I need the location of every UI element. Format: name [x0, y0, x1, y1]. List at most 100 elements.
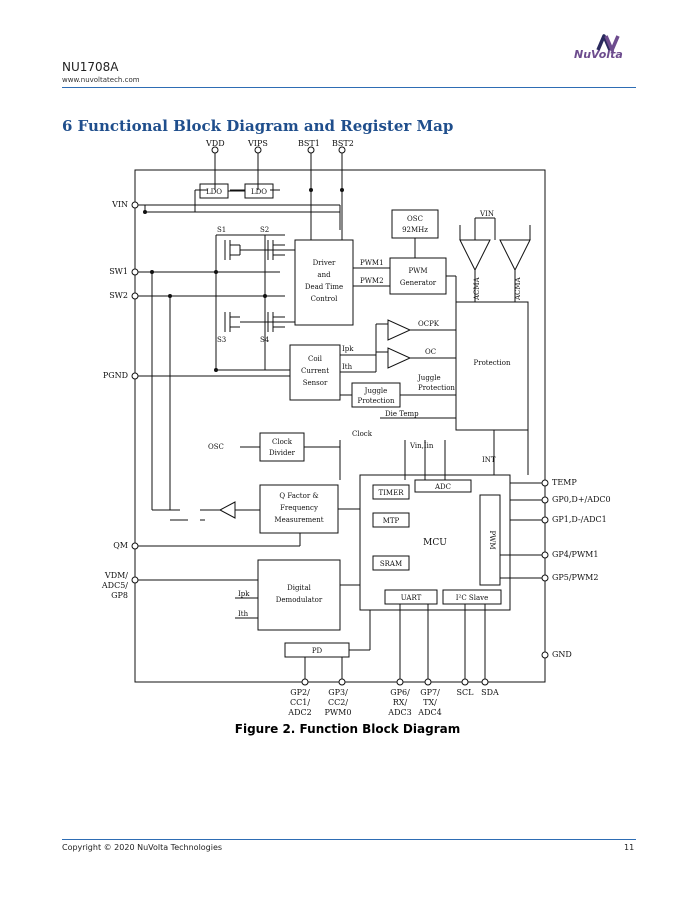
pin-gp2-c: ADC2: [287, 708, 311, 717]
pd-label: PD: [312, 647, 323, 655]
pin-gp2-b: CC1/: [290, 698, 310, 707]
pwm-vertical-label: PWM: [488, 530, 496, 549]
ith-in-label: Ith: [238, 610, 249, 618]
logo-text: NuVolta: [574, 48, 623, 61]
uart-label: UART: [401, 594, 422, 602]
driver-label-2: and: [317, 271, 331, 279]
pwm-gen-label-1: PWM: [408, 267, 427, 275]
pin-gp4: GP4/PWM1: [552, 550, 598, 559]
coil-label-2: Current: [301, 367, 329, 375]
pin-gp6-a: GP6/: [390, 688, 410, 697]
q-factor-label-2: Frequency: [280, 504, 318, 512]
pin-gp5: GP5/PWM2: [552, 573, 598, 582]
pin-temp: TEMP: [552, 478, 577, 487]
driver-label-4: Control: [311, 295, 338, 303]
nuvolta-logo-icon: [596, 34, 620, 52]
s4-label: S4: [260, 336, 270, 344]
footer-rule: [62, 839, 636, 840]
ldo-label-1: LDO: [206, 188, 222, 196]
q-factor-label-3: Measurement: [274, 516, 323, 524]
pin-gp0: GP0,D+/ADC0: [552, 495, 611, 504]
s3-label: S3: [217, 336, 226, 344]
osc92-label-1: OSC: [407, 215, 423, 223]
s2-label: S2: [260, 226, 269, 234]
coil-label-1: Coil: [308, 355, 323, 363]
pin-gp7-b: TX/: [423, 698, 437, 707]
pin-adc5: ADC5/: [101, 581, 128, 590]
clock-label: Clock: [352, 430, 373, 438]
digital-demodulator-block: [257, 559, 341, 631]
pin-gp6-b: RX/: [393, 698, 408, 707]
pin-gp6-c: ADC3: [387, 708, 411, 717]
adc-label: ADC: [434, 483, 451, 491]
pin-gnd: GND: [552, 650, 572, 659]
s1-label: S1: [217, 226, 226, 234]
oc-label: OC: [425, 348, 436, 356]
page-number: 11: [624, 843, 635, 852]
mcu-label: MCU: [423, 538, 447, 548]
sram-block: [372, 555, 410, 571]
document-header: NU1708A www.nuvoltatech.com NuVolta: [0, 0, 695, 90]
pin-bst1: BST1: [298, 139, 320, 148]
pin-bst2: BST2: [332, 139, 354, 148]
q-factor-label-1: Q Factor &: [279, 492, 318, 500]
i2c-slave-label: I²C Slave: [456, 594, 488, 602]
pin-gp3-c: PWM0: [325, 708, 352, 717]
pwm1-label: PWM1: [360, 259, 384, 267]
pin-sda: SDA: [481, 688, 499, 697]
pwm-gen-label-2: Generator: [400, 279, 437, 287]
demod-label-1: Digital: [287, 584, 312, 592]
driver-block: [294, 239, 354, 326]
clock-div-label-2: Divider: [269, 449, 296, 457]
clock-div-label-1: Clock: [272, 438, 293, 446]
acma-label-2: ACMA: [514, 276, 522, 301]
mcu-block: [359, 474, 511, 611]
mtp-block: [372, 512, 410, 528]
protection-label: Protection: [474, 359, 511, 367]
function-block-diagram: VDD VIPS BST1 BST2 VIN SW1 SW2 PGND QM V…: [101, 139, 611, 717]
pin-vips: VIPS: [247, 139, 268, 148]
part-number: NU1708A: [62, 60, 119, 74]
pin-gp7-a: GP7/: [420, 688, 440, 697]
section-title: 6 Functional Block Diagram and Register …: [62, 117, 454, 135]
ith-label: Ith: [342, 363, 353, 371]
ipk-label: Ipk: [342, 345, 354, 353]
adc-block: [414, 479, 472, 493]
mtp-label: MTP: [383, 517, 400, 525]
pin-gp1: GP1,D-/ADC1: [552, 515, 607, 524]
website-link[interactable]: www.nuvoltatech.com: [62, 76, 140, 84]
driver-label-3: Dead Time: [305, 283, 343, 291]
osc-label: OSC: [208, 443, 224, 451]
pin-vdd: VDD: [205, 139, 225, 148]
pin-qm: QM: [113, 541, 128, 550]
vin-top-label: VIN: [479, 210, 494, 218]
pin-gp3-b: CC2/: [328, 698, 348, 707]
pin-vin: VIN: [111, 200, 128, 209]
acma-label-1: ACMA: [473, 276, 481, 301]
juggle-label-1: Juggle: [417, 374, 441, 382]
osc92-label-2: 92MHz: [402, 226, 428, 234]
copyright-text: Copyright © 2020 NuVolta Technologies: [62, 843, 223, 852]
demod-label-2: Demodulator: [276, 596, 323, 604]
int-label: INT: [482, 456, 496, 464]
header-rule: [62, 87, 636, 88]
pin-vdm: VDM/: [104, 571, 128, 580]
figure-caption: Figure 2. Function Block Diagram: [234, 722, 461, 736]
juggle-box-label-2: Protection: [358, 397, 395, 405]
juggle-box-label-1: Juggle: [364, 387, 388, 395]
timer-block: [372, 484, 410, 500]
pwm-vertical-block: [479, 494, 501, 586]
sram-label: SRAM: [380, 560, 402, 568]
pwm2-label: PWM2: [360, 277, 384, 285]
protection-block: [455, 301, 529, 431]
pin-pgnd: PGND: [103, 371, 128, 380]
pin-gp8: GP8: [111, 591, 128, 600]
uart-block: [384, 589, 438, 605]
pin-scl: SCL: [457, 688, 475, 697]
die-temp-label: Die Temp: [385, 410, 419, 418]
pin-sw1: SW1: [109, 267, 128, 276]
i2c-slave-block: [442, 589, 502, 605]
juggle-label-2: Protection: [418, 384, 455, 392]
ldo-label-2: LDO: [251, 188, 267, 196]
ipk-in-label: Ipk: [238, 590, 250, 598]
